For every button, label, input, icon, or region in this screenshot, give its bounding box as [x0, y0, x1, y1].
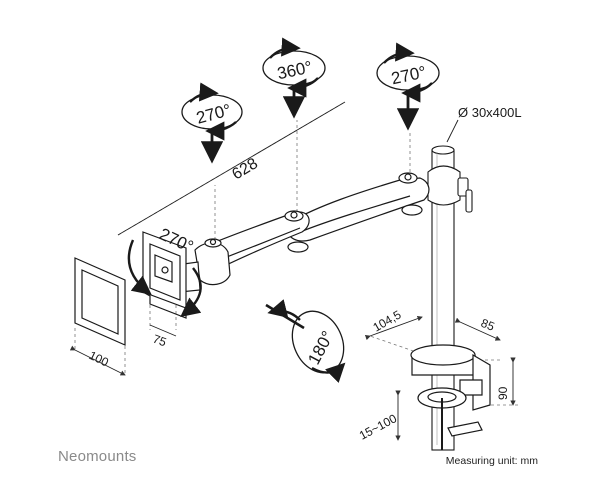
pole-collar — [427, 165, 473, 213]
rotation-tilt — [127, 239, 202, 317]
plate-depth-label: 75 — [151, 332, 169, 350]
arm-length-dimension-line — [117, 101, 346, 236]
arm-segment-inner — [287, 172, 430, 242]
arm-length-label: 628 — [229, 155, 261, 183]
desk-clamp — [410, 344, 491, 450]
plate-depth-dimension — [149, 324, 177, 337]
plate-width-dimension — [69, 345, 126, 376]
rotation-joint-middle — [262, 37, 326, 119]
base-width-label: 104,5 — [371, 307, 404, 334]
clamp-height-label: 90 — [496, 386, 510, 400]
rotation-joint-left — [181, 82, 243, 164]
base-width-dimension — [364, 316, 423, 341]
measuring-unit-note: Measuring unit: mm — [445, 455, 538, 467]
rotation-swivel — [265, 299, 346, 383]
base-depth-dimension — [454, 317, 501, 341]
base-depth-label: 85 — [479, 316, 497, 334]
clamp-range-label: 15~100 — [357, 411, 400, 442]
vesa-outline — [74, 257, 126, 346]
pole-spec-label: Ø 30x400L — [458, 105, 522, 120]
brand-logo-text: Neomounts — [58, 448, 137, 465]
rotation-joint-right — [376, 42, 440, 131]
pole-spec-leader — [446, 119, 459, 143]
